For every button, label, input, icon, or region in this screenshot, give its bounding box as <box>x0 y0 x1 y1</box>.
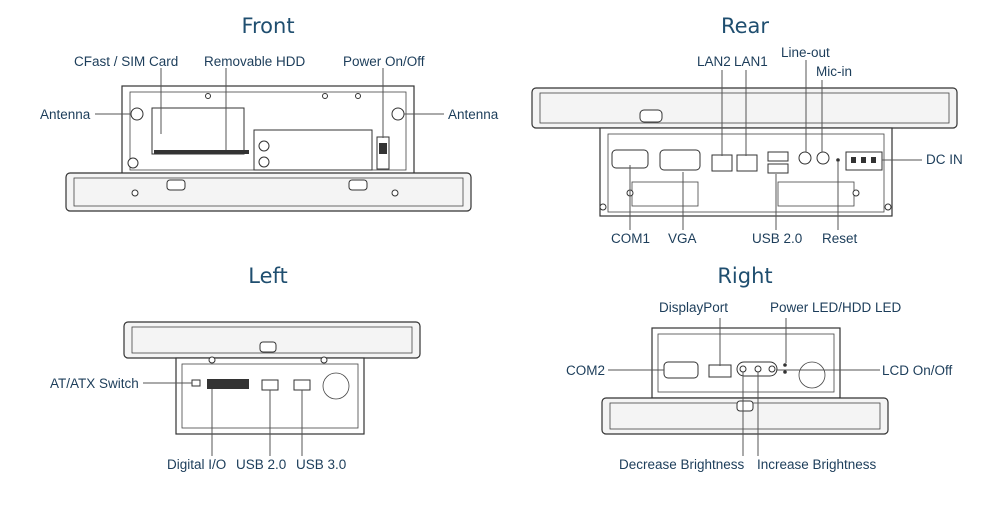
left-vent-icon <box>322 372 350 400</box>
increase-brightness-button <box>754 365 762 373</box>
reset-button <box>836 158 840 162</box>
digital-io-connector <box>207 379 249 389</box>
label-dc-in: DC IN <box>926 152 963 167</box>
antenna-right-icon <box>391 107 405 121</box>
mic-in-jack <box>816 151 830 165</box>
label-increase-brightness: Increase Brightness <box>757 457 877 472</box>
line-out-jack <box>798 151 812 165</box>
cfast-sim-cover <box>151 107 245 155</box>
usb20-port-top <box>767 151 789 162</box>
label-mic-in: Mic-in <box>816 64 852 79</box>
label-vga: VGA <box>668 231 697 246</box>
displayport-port <box>708 364 732 378</box>
label-power-onoff: Power On/Off <box>343 54 425 69</box>
label-antenna-left: Antenna <box>40 107 91 122</box>
front-view: Front CFast / SIM Card Remo <box>40 14 499 212</box>
label-lan1: LAN1 <box>734 54 768 69</box>
label-removable-hdd: Removable HDD <box>204 54 306 69</box>
left-title: Left <box>248 264 288 288</box>
decrease-brightness-button <box>739 365 747 373</box>
rear-title: Rear <box>721 14 769 38</box>
label-antenna-right: Antenna <box>448 107 499 122</box>
right-vent-icon <box>798 361 826 389</box>
removable-hdd-bay <box>253 129 373 171</box>
label-lcd-onoff: LCD On/Off <box>882 363 953 378</box>
rear-view: Rear <box>531 14 963 246</box>
label-digital-io: Digital I/O <box>167 457 226 472</box>
lan1-port <box>736 154 758 172</box>
lan2-port <box>711 154 733 172</box>
label-usb20-left: USB 2.0 <box>236 457 286 472</box>
rear-bezel <box>531 87 958 129</box>
hdd-screw-icon <box>258 140 270 152</box>
hdd-led-icon <box>783 370 787 374</box>
power-led-icon <box>783 363 787 367</box>
label-reset: Reset <box>822 231 858 246</box>
vga-port <box>659 149 701 171</box>
right-title: Right <box>717 264 772 288</box>
label-usb20-rear: USB 2.0 <box>752 231 802 246</box>
label-lan2: LAN2 <box>697 54 731 69</box>
antenna-left-icon <box>130 107 144 121</box>
label-com2: COM2 <box>566 363 605 378</box>
front-slot-left <box>166 179 186 191</box>
front-bezel <box>65 172 472 212</box>
right-view: Right DisplayPort Power LED/HDD LED COM2… <box>566 264 953 472</box>
usb30-port-left <box>293 379 311 391</box>
lcd-onoff-button <box>768 365 776 373</box>
at-atx-switch <box>191 379 201 387</box>
label-at-atx-switch: AT/ATX Switch <box>50 376 139 391</box>
front-title: Front <box>241 14 294 38</box>
right-bezel <box>601 397 889 435</box>
label-cfast-sim: CFast / SIM Card <box>74 54 178 69</box>
label-line-out: Line-out <box>781 45 830 60</box>
label-com1: COM1 <box>611 231 650 246</box>
cfast-sim-slot <box>154 150 249 154</box>
usb20-port-bottom <box>767 163 789 174</box>
com2-port <box>663 361 699 379</box>
usb20-port-left <box>261 379 279 391</box>
label-usb30-left: USB 3.0 <box>296 457 346 472</box>
front-slot-right <box>348 179 368 191</box>
label-power-led-hdd-led: Power LED/HDD LED <box>770 300 902 315</box>
left-view: Left AT/ATX Switch Digital I/O USB 2.0 U… <box>50 264 421 472</box>
label-decrease-brightness: Decrease Brightness <box>619 457 745 472</box>
label-displayport: DisplayPort <box>659 300 728 315</box>
